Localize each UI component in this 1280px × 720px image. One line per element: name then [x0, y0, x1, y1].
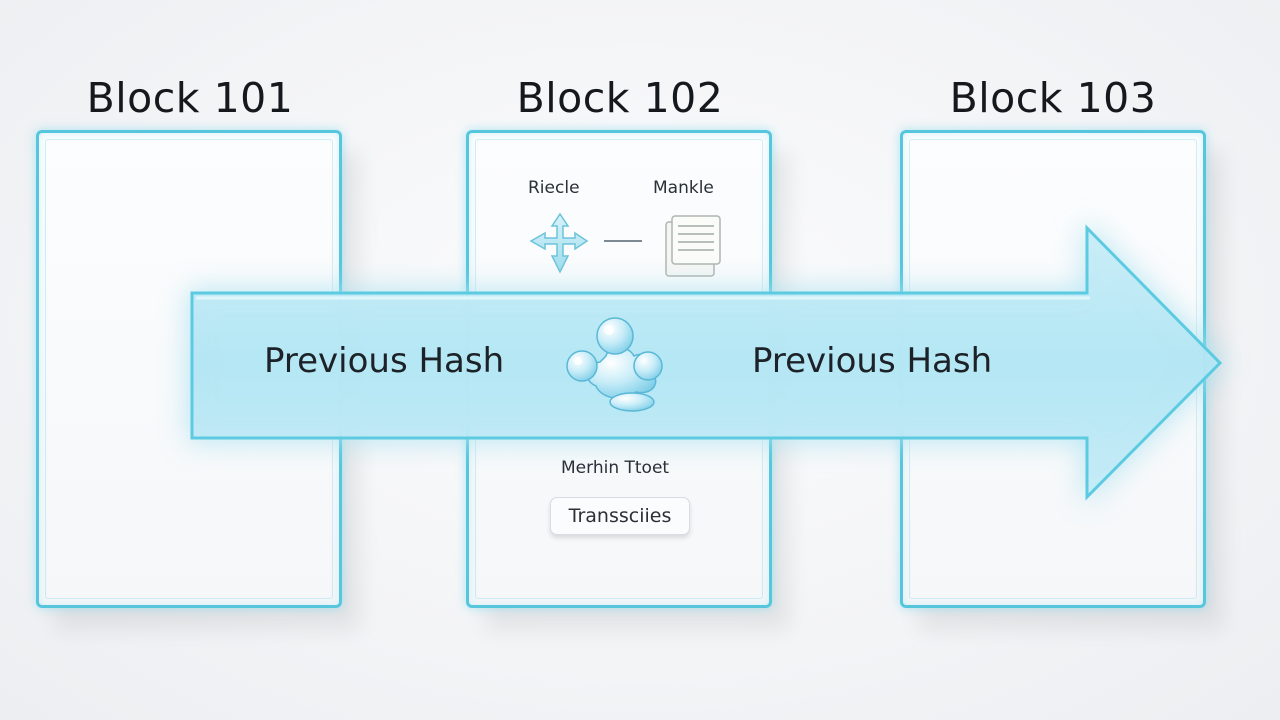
- block-102-label-right: Mankle: [653, 178, 714, 198]
- block-102-label-left: Riecle: [528, 178, 580, 198]
- block-102-title: Block 102: [516, 74, 724, 122]
- document-icon: [665, 215, 721, 277]
- hash-cluster-icon: [566, 317, 663, 412]
- block-103-title: Block 103: [949, 74, 1157, 122]
- merkle-root-label: Merhin Ttoet: [561, 458, 670, 478]
- block-101-title: Block 101: [86, 74, 294, 122]
- block-102-icons: [529, 212, 721, 277]
- previous-hash-label-left: Previous Hash: [264, 341, 505, 381]
- transactions-pill: Transsciies: [550, 497, 690, 535]
- previous-hash-label-right: Previous Hash: [752, 341, 993, 381]
- tree-node-icon: [529, 212, 589, 274]
